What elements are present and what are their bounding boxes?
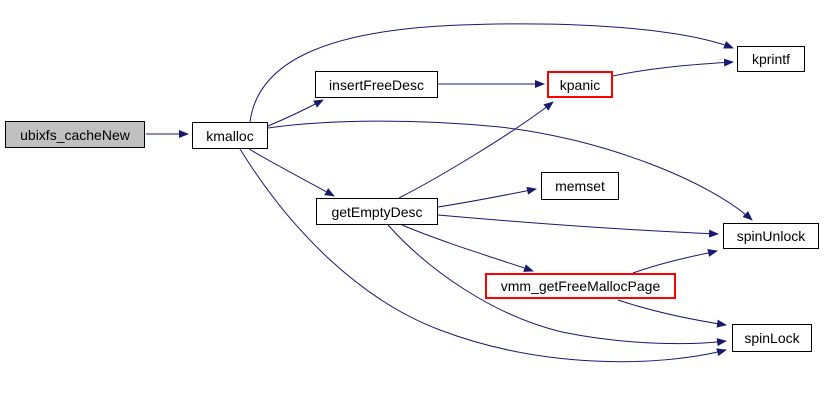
edge-kmalloc-spinLock [239, 148, 727, 363]
edge-vmm_getFreeMallocPage-spinUnlock [632, 249, 718, 274]
edge-kmalloc-spinUnlock [267, 120, 753, 221]
edge-getEmptyDesc-spinUnlock [437, 214, 719, 238]
edge-kmalloc-kprintf [249, 23, 734, 123]
edge-vmm_getFreeMallocPage-spinLock [617, 299, 727, 328]
edge-getEmptyDesc-kpanic [398, 101, 554, 199]
edge-kpanic-kprintf [612, 58, 734, 77]
edge-getEmptyDesc-vmm_getFreeMallocPage [401, 224, 534, 272]
edge-getEmptyDesc-memset [437, 186, 537, 208]
node-kpanic[interactable]: kpanic [547, 71, 613, 98]
node-ubixfs_cacheNew: ubixfs_cacheNew [5, 121, 145, 148]
node-vmm_getFreeMallocPage[interactable]: vmm_getFreeMallocPage [485, 273, 676, 299]
node-kprintf[interactable]: kprintf [737, 46, 805, 72]
node-kmalloc[interactable]: kmalloc [192, 122, 268, 149]
edge-kmalloc-insertFreeDesc [267, 99, 324, 127]
edge-getEmptyDesc-spinLock [387, 224, 727, 347]
edge-kmalloc-getEmptyDesc [248, 148, 335, 197]
node-spinUnlock[interactable]: spinUnlock [723, 223, 819, 249]
node-spinLock[interactable]: spinLock [732, 324, 812, 352]
node-insertFreeDesc[interactable]: insertFreeDesc [315, 71, 438, 98]
node-memset[interactable]: memset [541, 172, 619, 200]
node-getEmptyDesc[interactable]: getEmptyDesc [316, 198, 438, 225]
